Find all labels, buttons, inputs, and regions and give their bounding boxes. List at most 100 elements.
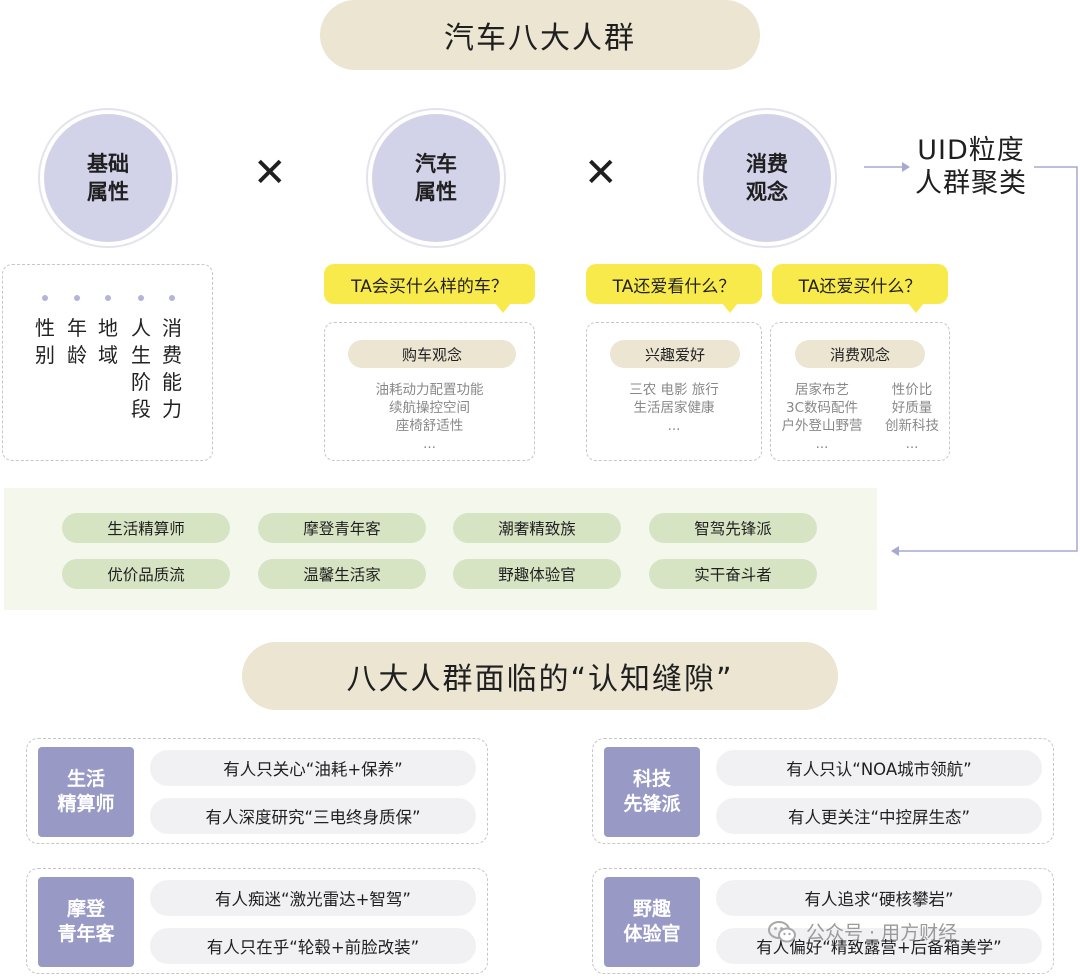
consumption-tags-col2: 性价比 好质量 创新科技 ...: [876, 381, 948, 453]
car-concept-tags: 油耗动力配置功能 续航操控空间 座椅舒适性 ...: [324, 381, 535, 453]
gap-item: 有人只认“NOA城市领航”: [716, 750, 1042, 786]
card-title-text: 消费观念: [829, 345, 890, 364]
group-pill: 生活精算师: [62, 513, 230, 543]
gap-item: 有人更关注“中控屏生态”: [716, 798, 1042, 834]
group-pill: 野趣体验官: [453, 559, 621, 589]
subtitle-text: 八大人群面临的“认知缝隙”: [346, 662, 734, 697]
tag-line: 户外登山野营: [781, 418, 863, 434]
group-label-line: 生活: [66, 768, 105, 790]
interest-tags: 三农 电影 旅行 生活居家健康 ...: [586, 381, 762, 435]
tag-line: ...: [905, 436, 919, 452]
wechat-icon: [768, 920, 796, 944]
attr-life-stage: 人生阶段: [129, 295, 153, 423]
group-pill: 实干奋斗者: [649, 559, 817, 589]
group-pill-label: 智驾先锋派: [694, 520, 772, 538]
circle-car-attributes: 汽车属性: [366, 108, 506, 248]
attr-text: 人生阶段: [131, 316, 151, 421]
tag-line: ...: [667, 418, 681, 434]
gap-group-box: [26, 738, 488, 844]
group-label-line: 精算师: [57, 793, 115, 815]
group-pill-label: 实干奋斗者: [694, 566, 772, 584]
circle-basic-attributes: 基础属性: [38, 108, 178, 248]
groups-panel: [4, 488, 877, 610]
consumption-card: [770, 322, 950, 461]
title-banner: 汽车八大人群: [320, 0, 760, 70]
attr-text: 消费能力: [162, 316, 182, 421]
circle-ring: [697, 108, 837, 248]
bullet-icon: [42, 295, 48, 301]
bullet-icon: [74, 295, 80, 301]
gap-item-text: 有人只在乎“轮毂+前脸改装”: [206, 938, 420, 957]
group-label-line: 体验官: [623, 923, 681, 945]
times-icon: ✕: [584, 150, 618, 196]
interest-card: [586, 322, 762, 461]
group-pill-label: 温馨生活家: [303, 566, 381, 584]
question-text: TA会买什么样的车？: [351, 276, 508, 297]
attr-text: 地域: [98, 316, 118, 367]
arrow-head-icon: [902, 162, 910, 172]
tag-line: 3C数码配件: [785, 400, 858, 416]
gap-item: 有人只关心“油耗+保养”: [150, 750, 476, 786]
basic-attributes-box: [2, 264, 213, 461]
card-title-text: 购车观念: [401, 345, 462, 364]
gap-item-text: 有人更关注“中控屏生态”: [787, 808, 971, 827]
tag-line: 居家布艺: [795, 382, 849, 398]
group-label-line: 先锋派: [623, 793, 681, 815]
circle-consumption-label: 消费观念: [703, 114, 831, 242]
tag-line: 座椅舒适性: [395, 418, 464, 434]
gap-item-text: 有人只关心“油耗+保养”: [223, 760, 403, 779]
question-text: TA还爱看什么？: [612, 276, 736, 297]
group-pill: 优价品质流: [62, 559, 230, 589]
circle-line: 属性: [415, 180, 457, 204]
bullet-icon: [105, 295, 111, 301]
tag-line: ...: [815, 436, 829, 452]
group-pill-label: 生活精算师: [107, 520, 185, 538]
question-bubble-watch: TA还爱看什么？: [586, 264, 762, 313]
gap-item: 有人深度研究“三电终身质保”: [150, 798, 476, 834]
gap-group-label: 野趣体验官: [604, 877, 700, 967]
group-pill: 潮奢精致族: [453, 513, 621, 543]
group-pill-label: 潮奢精致族: [498, 520, 576, 538]
group-label-line: 摩登: [66, 898, 105, 920]
times-icon: ✕: [253, 150, 287, 196]
tag-line: 创新科技: [885, 418, 939, 434]
group-label-line: 青年客: [57, 923, 115, 945]
watermark-text: 公众号 · 用方财经: [806, 922, 958, 944]
gap-item-text: 有人深度研究“三电终身质保”: [205, 808, 421, 827]
question-bubble-car: TA会买什么样的车？: [324, 264, 535, 313]
question-bubble-buy: TA还爱买什么？: [772, 264, 948, 313]
gap-item: 有人追求“硬核攀岩”: [716, 880, 1042, 916]
arrow-to-groups-line: [897, 166, 1078, 552]
gap-item-text: 有人追求“硬核攀岩”: [804, 890, 954, 909]
subtitle-banner: 八大人群面临的“认知缝隙”: [242, 642, 838, 710]
consumption-title: 消费观念: [795, 340, 925, 368]
gap-item-text: 有人偏好“精致露营+后备箱美学”: [756, 938, 1002, 957]
tag-line: 三农 电影 旅行: [629, 382, 719, 398]
car-concept-title: 购车观念: [348, 340, 516, 368]
attr-spending-power: 消费能力: [160, 295, 184, 423]
tag-line: 续航操控空间: [389, 400, 470, 416]
uid-clustering-label: UID粒度 人群聚类: [906, 134, 1036, 200]
group-pill-label: 摩登青年客: [303, 520, 381, 538]
uid-line: UID粒度: [917, 135, 1025, 166]
gap-group-label: 生活精算师: [38, 747, 134, 837]
attr-gender: 性别: [33, 295, 57, 369]
group-pill-label: 优价品质流: [107, 566, 185, 584]
circle-line: 汽车: [415, 152, 457, 176]
gap-item-text: 有人只认“NOA城市领航”: [786, 760, 972, 779]
gap-group-box: [592, 868, 1054, 974]
tag-line: 生活居家健康: [633, 400, 715, 416]
group-pill: 摩登青年客: [258, 513, 426, 543]
gap-group-box: [26, 868, 488, 974]
page-title: 汽车八大人群: [444, 21, 636, 56]
car-concept-card: [324, 322, 535, 461]
group-label-line: 科技: [632, 768, 671, 790]
circle-line: 属性: [87, 180, 129, 204]
consumption-tags-col1: 居家布艺 3C数码配件 户外登山野营 ...: [774, 381, 870, 453]
group-pill-label: 野趣体验官: [498, 566, 576, 584]
watermark: 公众号 · 用方财经: [768, 918, 957, 945]
gap-item-text: 有人痴迷“激光雷达+智驾”: [215, 890, 411, 909]
circle-line: 基础: [87, 152, 129, 176]
circle-ring: [366, 108, 506, 248]
